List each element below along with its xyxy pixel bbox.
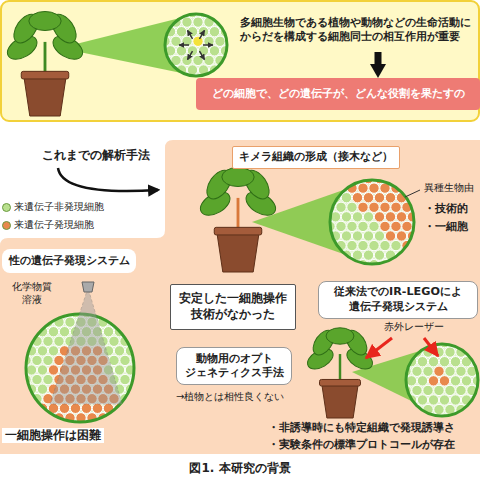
legend-item: 来遺伝子発現細胞 [2,218,94,232]
statement-box: 多細胞生物である植物や動物などの生命活動に からだを構成する細胞同士の相互作用が… [236,8,480,52]
section-label: これまでの解析手法 [42,148,150,163]
cell-magnifier [390,328,480,425]
curved-arrow [58,168,158,191]
node-text: 性の遺伝子発現システム [9,254,130,268]
callout-label: 赤外レーザー [384,321,444,334]
note: →植物とは相性良くない [176,391,284,404]
node-text: 従来法でのIR-LEGOによ 遺伝子発現システム [323,285,473,314]
plant [196,166,279,272]
legend-swatch [2,221,11,230]
bullet-note: ・実験条件の標準プロトコールが存在 [268,438,455,452]
conclusion-box: 安定した一細胞操作 技術がなかった [170,284,296,330]
plant [3,10,86,116]
dropper [82,282,94,292]
top-band [1,1,479,121]
plant [304,326,376,418]
bullet-note: ・非誘導時にも特定組織で発現誘導さ [268,421,455,435]
bullet-note: ・一細胞 [424,220,468,233]
method-box: 動物用のオプト ジェネティクス手法 [176,347,292,385]
chemical-cone [50,288,122,404]
flow-arrow [375,52,382,64]
callout-label: 溶液 [22,294,42,307]
node-text: 動物用のオプト ジェネティクス手法 [181,352,287,381]
legend-text: 来遺伝子非発現細胞 [14,200,104,214]
legend-item: 来遺伝子非発現細胞 [2,200,104,214]
question-box: どの細胞で、どの遺伝子が、どんな役割を果たすの [196,78,480,110]
bullet-note: ・技術的 [424,202,468,215]
legend-swatch [2,203,11,212]
cell-magnifier [149,0,242,85]
cell-magnifier [314,164,429,280]
leader-line [405,190,420,197]
node-text: どの細胞で、どの遺伝子が、どんな役割を果たすの [212,87,465,102]
figure-caption: 図1. 本研究の背景 [0,460,480,477]
zoom-wedge [252,180,372,264]
callout-label: 化学物質 [12,281,52,294]
legend-text: 来遺伝子発現細胞 [14,218,94,232]
method-title: 従来法でのIR-LEGOによ 遺伝子発現システム [318,281,478,319]
node-text: 多細胞生物である植物や動物などの生命活動に からだを構成する細胞同士の相互作用が… [240,16,476,44]
node-text: 安定した一細胞操作 技術がなかった [175,291,291,322]
note: 一細胞操作は困難 [2,428,104,443]
method-panel [0,140,480,454]
node-text: キメラ組織の形成（接木など） [239,150,393,164]
method-title: キメラ組織の形成（接木など） [232,146,400,169]
method-title: 性の遺伝子発現システム [2,249,136,273]
laser-arrow [366,338,392,358]
callout-label: 異種生物由 [424,182,474,195]
laser-arrow [424,338,438,356]
